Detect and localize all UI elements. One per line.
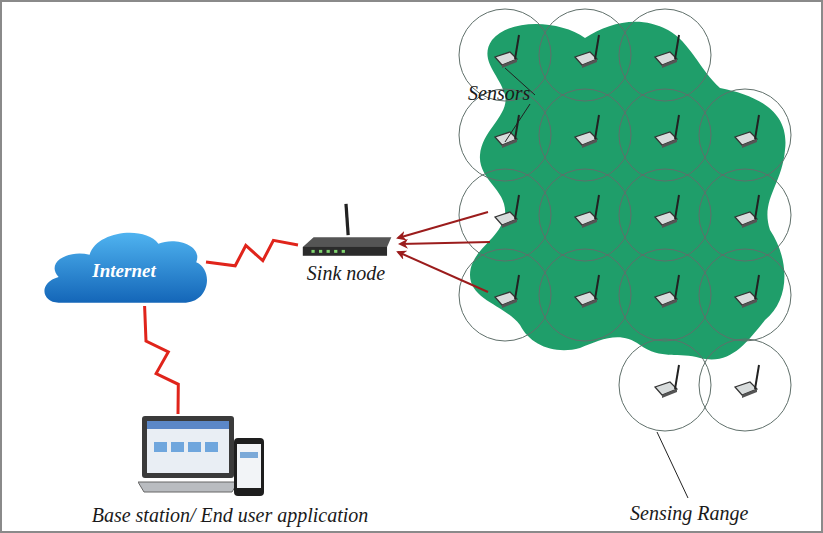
range-circle <box>539 249 631 341</box>
data-arrow <box>398 212 488 238</box>
sensor-icon <box>495 115 519 148</box>
wireless-link <box>145 306 179 414</box>
sensor-icon <box>575 115 599 148</box>
range-circle <box>459 169 551 261</box>
sensor-icon <box>495 195 519 228</box>
node-label: Base station/ End user application <box>92 504 369 527</box>
laptop-phone-icon <box>138 412 268 507</box>
range-circle <box>539 9 631 101</box>
range-circle <box>699 89 791 181</box>
sensor-icon <box>575 35 599 68</box>
range-circle <box>699 339 791 431</box>
sensor-icon <box>495 275 519 308</box>
sensor-icon <box>575 275 599 308</box>
sensor-icon <box>655 365 679 398</box>
range-circle <box>619 9 711 101</box>
sensor-icon <box>495 35 519 68</box>
sensor-icon <box>735 275 759 308</box>
range-circle <box>699 249 791 341</box>
range-circle <box>539 169 631 261</box>
sensor-icon <box>735 195 759 228</box>
sensor-icon <box>655 115 679 148</box>
sensor-icon <box>735 365 759 398</box>
range-circle <box>619 89 711 181</box>
base-station: Base station/ End user application <box>30 412 430 530</box>
data-arrow <box>398 252 488 292</box>
node-label: Sink node <box>307 262 385 285</box>
data-arrow <box>400 242 490 244</box>
annotation-label: Sensors <box>468 82 530 105</box>
range-circle <box>459 249 551 341</box>
range-circle <box>619 339 711 431</box>
sensing-range-circles <box>459 9 791 431</box>
sink-node: Sink node <box>292 196 400 294</box>
sensor-icon <box>575 195 599 228</box>
sensor-icon <box>735 115 759 148</box>
internet-cloud: Internet <box>38 218 210 310</box>
node-label: Internet <box>92 260 155 282</box>
wireless-link <box>206 240 298 265</box>
sensor-icon <box>655 35 679 68</box>
range-circle <box>539 89 631 181</box>
leader-line <box>505 104 530 142</box>
sensor-devices <box>495 35 759 398</box>
range-circle <box>699 169 791 261</box>
range-circle <box>619 249 711 341</box>
leader-line <box>657 432 688 498</box>
annotation-label: Sensing Range <box>630 502 748 525</box>
sensor-icon <box>655 275 679 308</box>
range-circle <box>619 169 711 261</box>
sensor-icon <box>655 195 679 228</box>
